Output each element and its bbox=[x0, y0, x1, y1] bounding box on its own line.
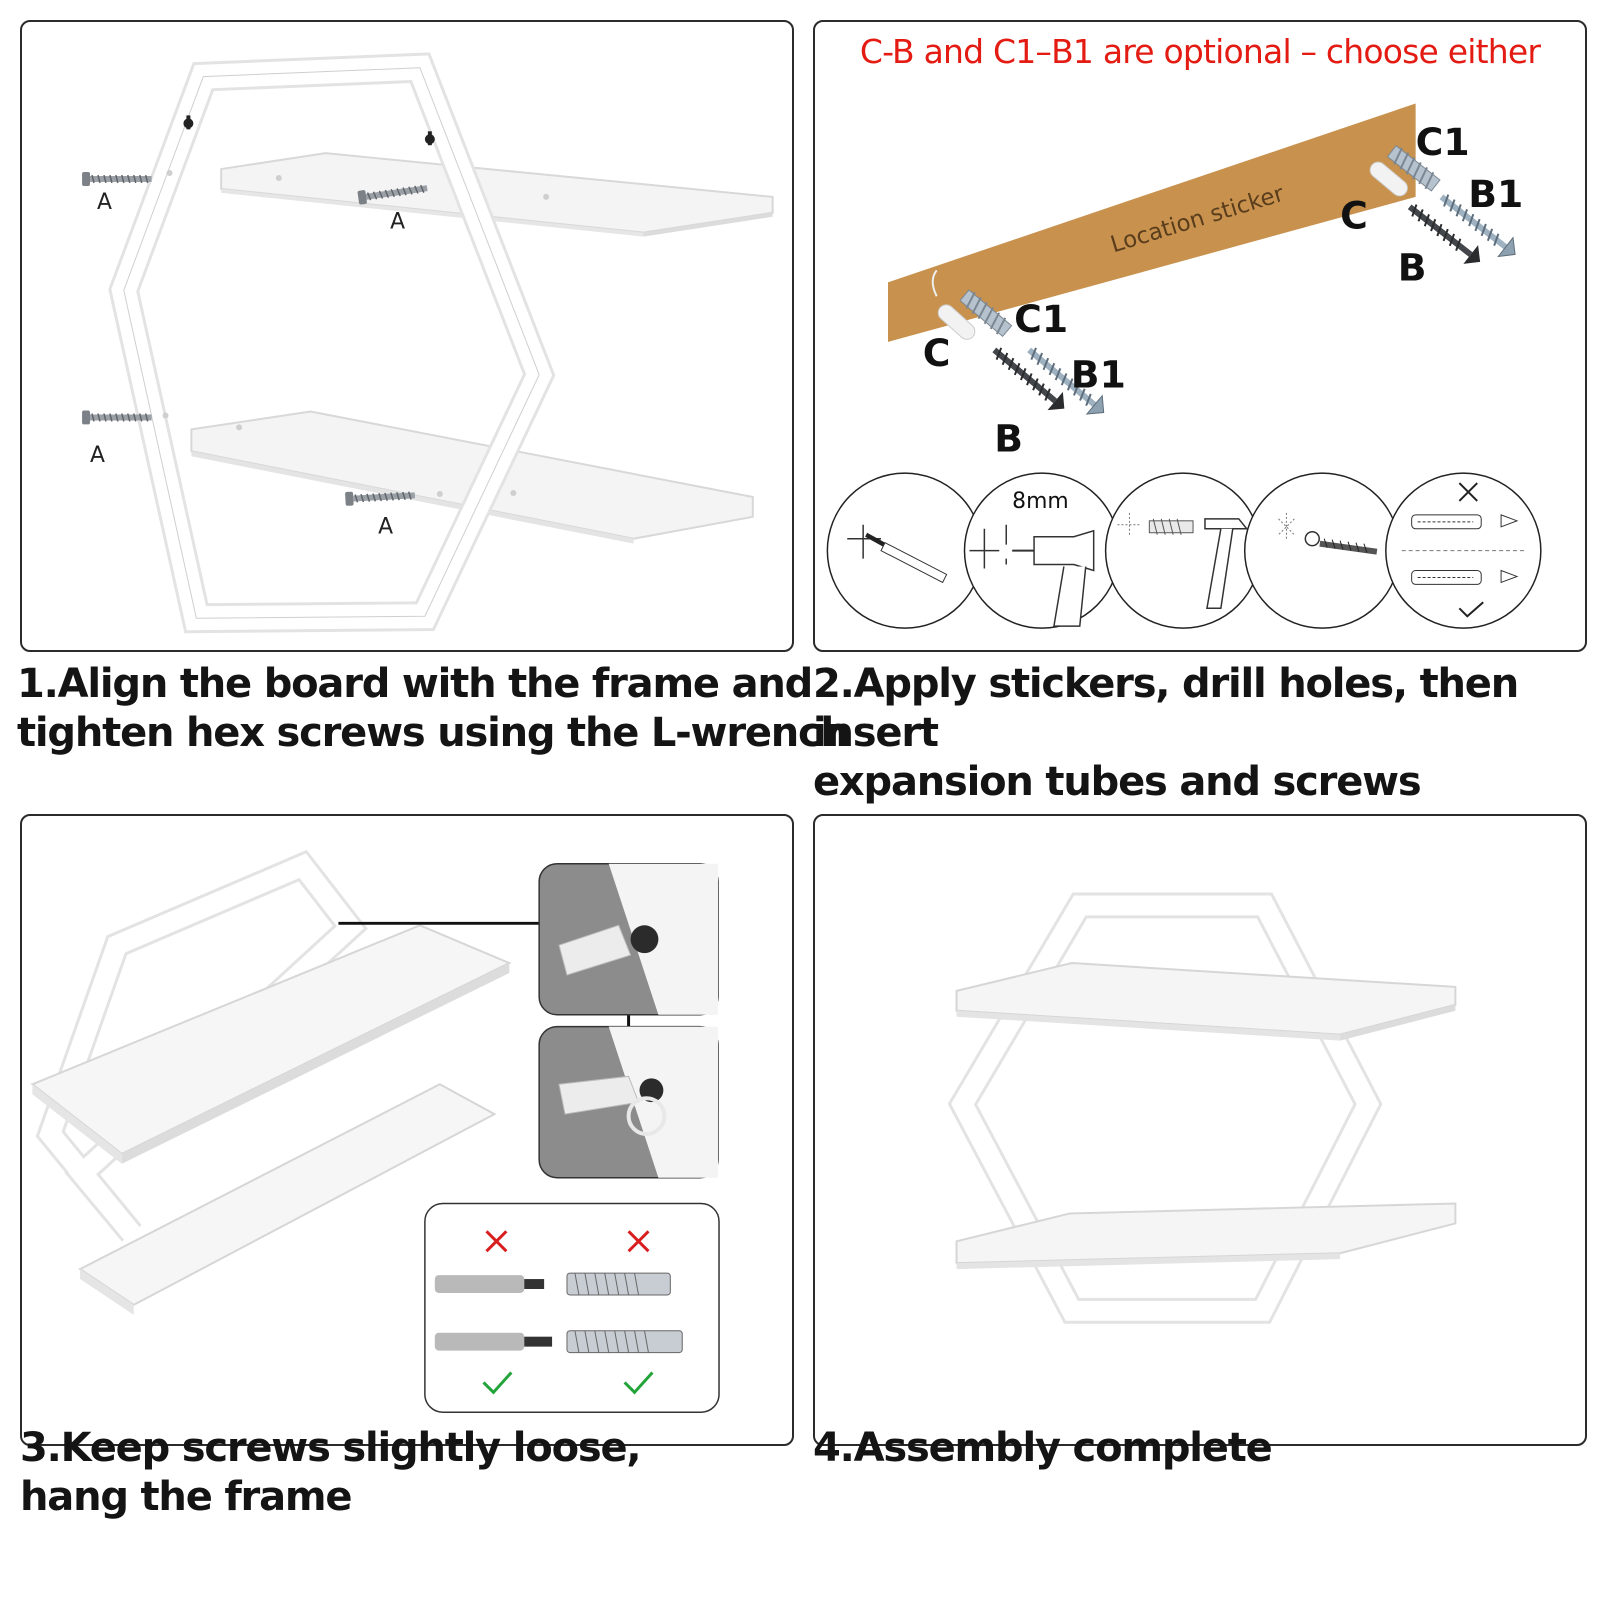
screw-a-icon bbox=[82, 172, 428, 506]
hang-frame-diagram bbox=[30, 849, 720, 1413]
label-b: B bbox=[994, 416, 1023, 460]
upper-board bbox=[955, 962, 1457, 1041]
drill-icon bbox=[1012, 529, 1095, 627]
caption-line: 4.Assembly complete bbox=[813, 1425, 1273, 1471]
upper-board bbox=[220, 152, 774, 237]
keyhole-hanger-icon bbox=[183, 115, 435, 146]
optional-note: C-B and C1–B1 are optional – choose eith… bbox=[859, 32, 1541, 71]
drill-hole-step: 8mm bbox=[963, 472, 1121, 629]
mark-position-step bbox=[826, 472, 984, 629]
label-b1: B1 bbox=[1071, 353, 1126, 397]
cross-icon bbox=[1458, 482, 1478, 502]
detail-inset-tight bbox=[538, 1025, 719, 1179]
label-b1: B1 bbox=[1468, 172, 1523, 216]
check-icon bbox=[1458, 601, 1484, 618]
correct-depth-step bbox=[1385, 472, 1542, 629]
screwdriver-icon bbox=[1304, 531, 1320, 547]
drive-screw-step bbox=[1243, 472, 1401, 629]
upper-board bbox=[30, 924, 512, 1164]
caption-line: 3.Keep screws slightly loose, bbox=[20, 1425, 642, 1471]
step1-illustration: A A A A bbox=[20, 20, 794, 652]
pencil-icon bbox=[865, 532, 948, 584]
drill-size-label: 8mm bbox=[1012, 489, 1069, 514]
lower-board bbox=[955, 1202, 1457, 1270]
caption-line: expansion tubes and screws bbox=[813, 759, 1422, 805]
step3-illustration bbox=[20, 814, 794, 1446]
location-sticker bbox=[887, 103, 1416, 342]
detail-inset-loose bbox=[538, 862, 719, 1016]
label-c1: C1 bbox=[1416, 120, 1470, 164]
caption-line: hang the frame bbox=[20, 1474, 352, 1520]
left-anchor-set bbox=[931, 269, 1105, 415]
caption-line: 1.Align the board with the frame and bbox=[17, 661, 813, 707]
cross-icon bbox=[485, 1230, 650, 1253]
insert-anchor-step bbox=[1104, 472, 1262, 629]
step1-caption: 1.Align the board with the frame and tig… bbox=[17, 660, 849, 758]
step2-illustration: C-B and C1–B1 are optional – choose eith… bbox=[813, 20, 1587, 652]
screw-label-a: A bbox=[90, 443, 105, 468]
label-c: C bbox=[923, 331, 951, 375]
caption-line: 2.Apply stickers, drill holes, then inse… bbox=[813, 661, 1519, 756]
step2-caption: 2.Apply stickers, drill holes, then inse… bbox=[813, 660, 1600, 807]
lower-board bbox=[78, 1083, 497, 1315]
hammer-icon bbox=[1204, 518, 1249, 610]
hexagon-frame bbox=[108, 52, 556, 634]
screw-label-a: A bbox=[378, 515, 393, 540]
anchor-comparison-box bbox=[424, 1202, 720, 1413]
step3-caption: 3.Keep screws slightly loose, hang the f… bbox=[20, 1424, 642, 1522]
caption-line: tighten hex screws using the L-wrench bbox=[17, 710, 849, 756]
wall-mounting-diagram: Location sticker bbox=[826, 103, 1542, 629]
assembled-shelf-diagram bbox=[947, 892, 1457, 1324]
check-icon bbox=[482, 1371, 654, 1395]
step4-caption: 4.Assembly complete bbox=[813, 1424, 1273, 1473]
right-anchor-set bbox=[1369, 144, 1516, 264]
step4-illustration bbox=[813, 814, 1587, 1446]
exploded-shelf-diagram: A A A A bbox=[82, 52, 774, 634]
label-c: C bbox=[1340, 194, 1368, 238]
label-c1: C1 bbox=[1014, 297, 1068, 341]
screw-label-a: A bbox=[390, 210, 405, 235]
screw-label-a: A bbox=[97, 190, 112, 215]
label-b: B bbox=[1398, 245, 1427, 289]
